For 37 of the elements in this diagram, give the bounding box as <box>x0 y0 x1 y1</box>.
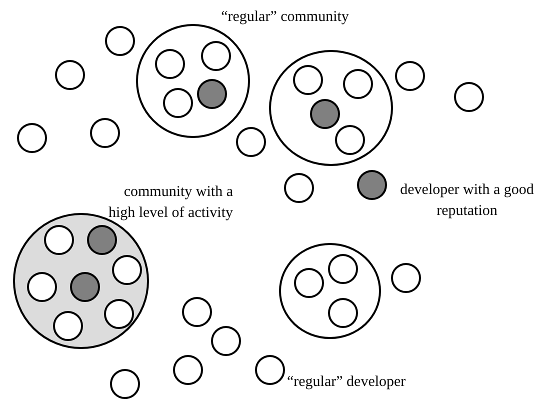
reputable-developer-circle <box>197 79 227 109</box>
developer-circle <box>182 297 212 327</box>
node-label: community with a high level of activity <box>107 183 233 223</box>
developer-circle <box>328 298 358 328</box>
developer-circle <box>294 268 324 298</box>
developer-circle <box>395 61 425 91</box>
developer-circle <box>454 82 484 112</box>
node-label: developer with a good reputation <box>399 181 535 221</box>
developer-circle <box>343 69 373 99</box>
developer-circle <box>284 173 314 203</box>
developer-circle <box>104 299 134 329</box>
developer-circle <box>163 88 193 118</box>
developer-circle <box>201 41 231 71</box>
developer-circle <box>236 127 266 157</box>
developer-circle <box>44 225 74 255</box>
node-label: “regular” community <box>220 8 350 27</box>
reputable-developer-circle <box>70 272 100 302</box>
developer-circle <box>335 125 365 155</box>
developer-circle <box>110 369 140 399</box>
developer-circle <box>173 355 203 385</box>
developer-circle <box>105 26 135 56</box>
developer-circle <box>27 272 57 302</box>
reputable-developer-circle <box>310 99 340 129</box>
developer-circle <box>211 326 241 356</box>
developer-circle <box>255 355 285 385</box>
developer-circle <box>112 255 142 285</box>
developer-circle <box>90 118 120 148</box>
developer-circle <box>17 123 47 153</box>
developer-circle <box>391 263 421 293</box>
developer-circle <box>293 65 323 95</box>
reputable-developer-circle <box>87 225 117 255</box>
developer-circle <box>53 311 83 341</box>
developer-circle <box>155 49 185 79</box>
developer-circle <box>55 60 85 90</box>
reputable-developer-circle <box>357 170 387 200</box>
node-label: “regular” developer <box>287 373 407 392</box>
developer-circle <box>328 254 358 284</box>
